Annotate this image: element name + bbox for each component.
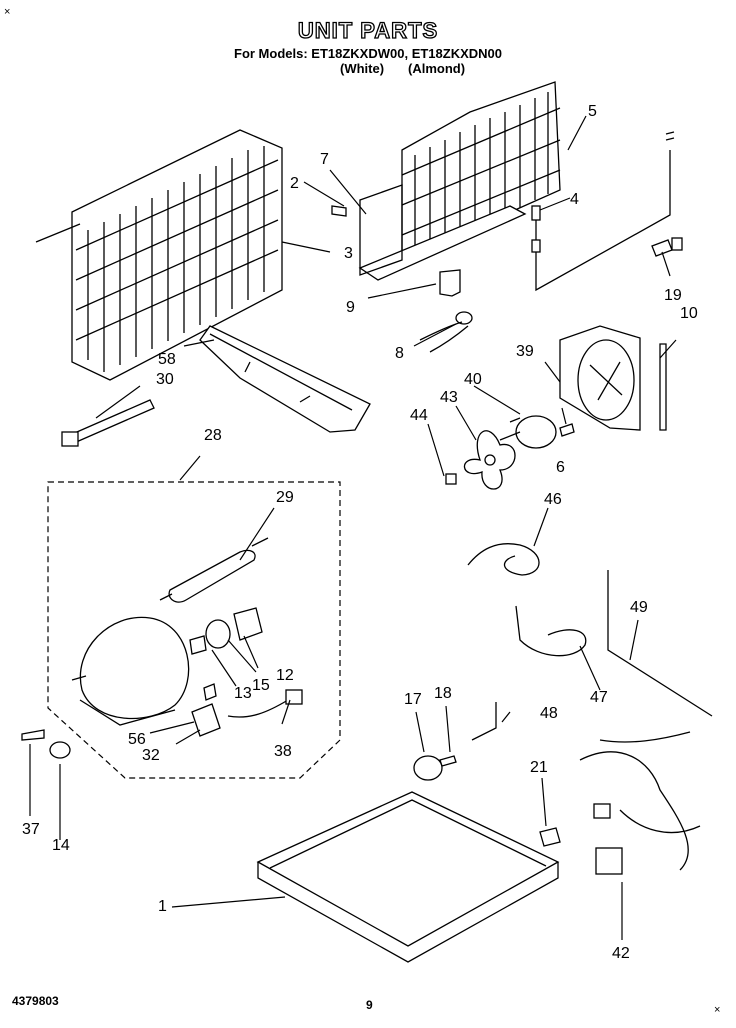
condenser-coil	[35, 129, 283, 381]
callout-19: 19	[664, 287, 682, 304]
callout-32: 32	[142, 747, 160, 764]
callout-56: 56	[128, 731, 146, 748]
thermistor	[419, 311, 473, 353]
document-number: 4379803	[12, 994, 59, 1008]
grommet	[203, 683, 217, 701]
models-line: For Models: ET18ZKXDW00, ET18ZKXDN00	[234, 46, 502, 61]
axle	[439, 755, 457, 767]
callout-29: 29	[276, 489, 294, 506]
callout-46: 46	[544, 491, 562, 508]
defrost-wire	[531, 131, 675, 292]
fan-hub	[445, 473, 457, 485]
callout-18: 18	[434, 685, 452, 702]
callout-58: 58	[158, 351, 176, 368]
compressor-group-box	[47, 481, 341, 779]
grommet-14	[49, 741, 71, 759]
callout-9: 9	[346, 299, 355, 316]
condenser-loop	[467, 543, 540, 576]
callout-37: 37	[22, 821, 40, 838]
callout-8: 8	[395, 345, 404, 362]
screw-2	[331, 205, 347, 217]
roller	[413, 755, 443, 781]
callout-4: 4	[570, 191, 579, 208]
relay-cover	[189, 635, 207, 655]
tube-48	[471, 702, 497, 741]
callout-7: 7	[320, 151, 329, 168]
start-relay	[233, 607, 263, 641]
page-title: UNIT PARTS	[297, 17, 439, 43]
callout-12: 12	[276, 667, 294, 684]
drain-tube	[61, 399, 155, 447]
callout-40: 40	[464, 371, 482, 388]
fan-blade	[463, 430, 516, 490]
callout-3: 3	[344, 245, 353, 262]
callout-17: 17	[404, 691, 422, 708]
callout-39: 39	[516, 343, 534, 360]
capillary-tube	[607, 570, 713, 717]
compressor	[71, 616, 190, 726]
heater-clip	[651, 237, 683, 257]
heat-exchanger-loop	[515, 605, 587, 657]
overload-protector	[205, 619, 231, 649]
callout-21: 21	[530, 759, 548, 776]
terminal-block	[191, 703, 221, 737]
callout-38: 38	[274, 743, 292, 760]
drain-pan	[199, 325, 371, 433]
callout-13: 13	[234, 685, 252, 702]
callout-48: 48	[540, 705, 558, 722]
foam-strip	[659, 343, 667, 431]
base-tray	[256, 791, 560, 963]
fan-shroud	[559, 325, 641, 431]
callout-47: 47	[590, 689, 608, 706]
corner-mark-bottom: ×	[714, 1004, 721, 1016]
corner-mark-top: ×	[4, 6, 11, 18]
evaporator-assembly	[358, 81, 561, 281]
callout-2: 2	[290, 175, 299, 192]
callout-43: 43	[440, 389, 458, 406]
callout-28: 28	[204, 427, 222, 444]
bracket-9	[439, 269, 461, 297]
screw-6	[559, 423, 575, 437]
leaders	[29, 115, 677, 940]
callout-44: 44	[410, 407, 428, 424]
page-number: 9	[366, 998, 373, 1012]
callout-14: 14	[52, 837, 70, 854]
variant-white: (White)	[340, 61, 385, 76]
drier-filter	[159, 537, 269, 603]
wiring-harness	[579, 731, 701, 875]
callout-6: 6	[556, 459, 565, 476]
callout-5: 5	[588, 103, 597, 120]
nut	[539, 827, 561, 847]
callout-1: 1	[158, 898, 167, 915]
callout-30: 30	[156, 371, 174, 388]
callout-15: 15	[252, 677, 270, 694]
clip-37	[21, 729, 45, 741]
callout-49: 49	[630, 599, 648, 616]
callout-10: 10	[680, 305, 698, 322]
fan-motor	[499, 415, 557, 449]
callout-42: 42	[612, 945, 630, 962]
variant-almond: (Almond)	[408, 61, 466, 76]
